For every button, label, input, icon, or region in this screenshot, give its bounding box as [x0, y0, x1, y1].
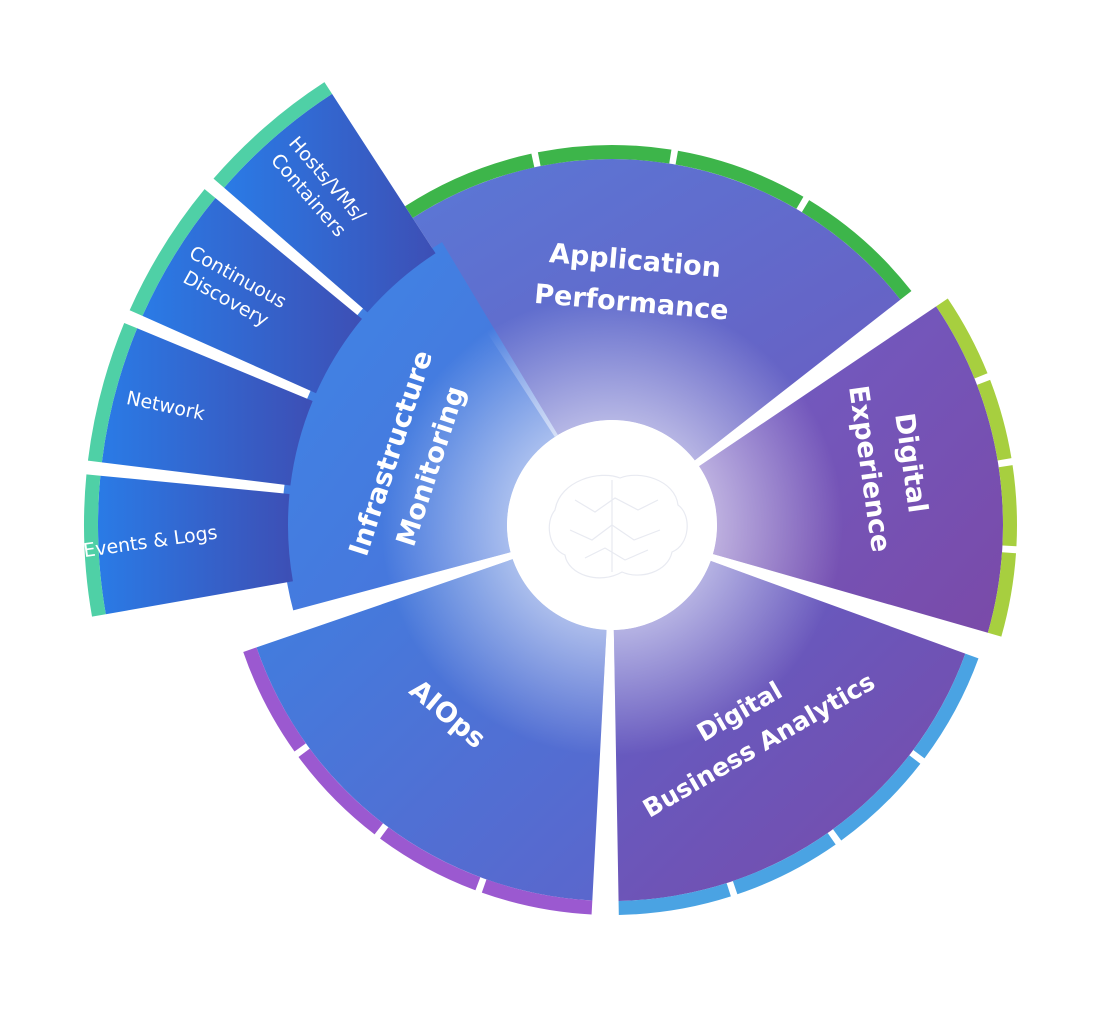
brain-icon — [548, 474, 688, 579]
rim-arc — [675, 150, 804, 209]
segment-glow — [282, 242, 558, 611]
rim-arc — [618, 883, 731, 915]
rim-arc — [129, 189, 216, 316]
rim-arc — [977, 379, 1012, 461]
sub-segment-hosts-vms-containers — [224, 93, 436, 313]
rim-arc — [213, 82, 333, 188]
sub-segment-network — [101, 328, 313, 486]
segment-glow — [699, 306, 1003, 633]
rim-arc — [405, 153, 535, 219]
segment-glow — [412, 159, 901, 461]
rim-arc — [936, 298, 988, 379]
segment-glow — [256, 559, 607, 901]
rim-arc — [801, 200, 912, 300]
segment-glow — [613, 560, 966, 901]
rim-arc — [87, 322, 138, 463]
rim-arc — [298, 748, 384, 835]
rim-arc — [833, 755, 921, 841]
sub-segment-events-logs — [97, 475, 293, 615]
rim-arc — [83, 474, 106, 617]
sub-segment-continuous-discovery — [142, 198, 362, 394]
rim-arc — [380, 827, 481, 891]
rim-arc — [537, 145, 672, 167]
rim-arc — [243, 647, 306, 752]
rim-arc — [987, 552, 1017, 637]
rim-arc — [913, 653, 979, 759]
rim-arc — [481, 879, 593, 915]
rim-arc — [732, 833, 836, 895]
rim-arc — [998, 465, 1017, 547]
